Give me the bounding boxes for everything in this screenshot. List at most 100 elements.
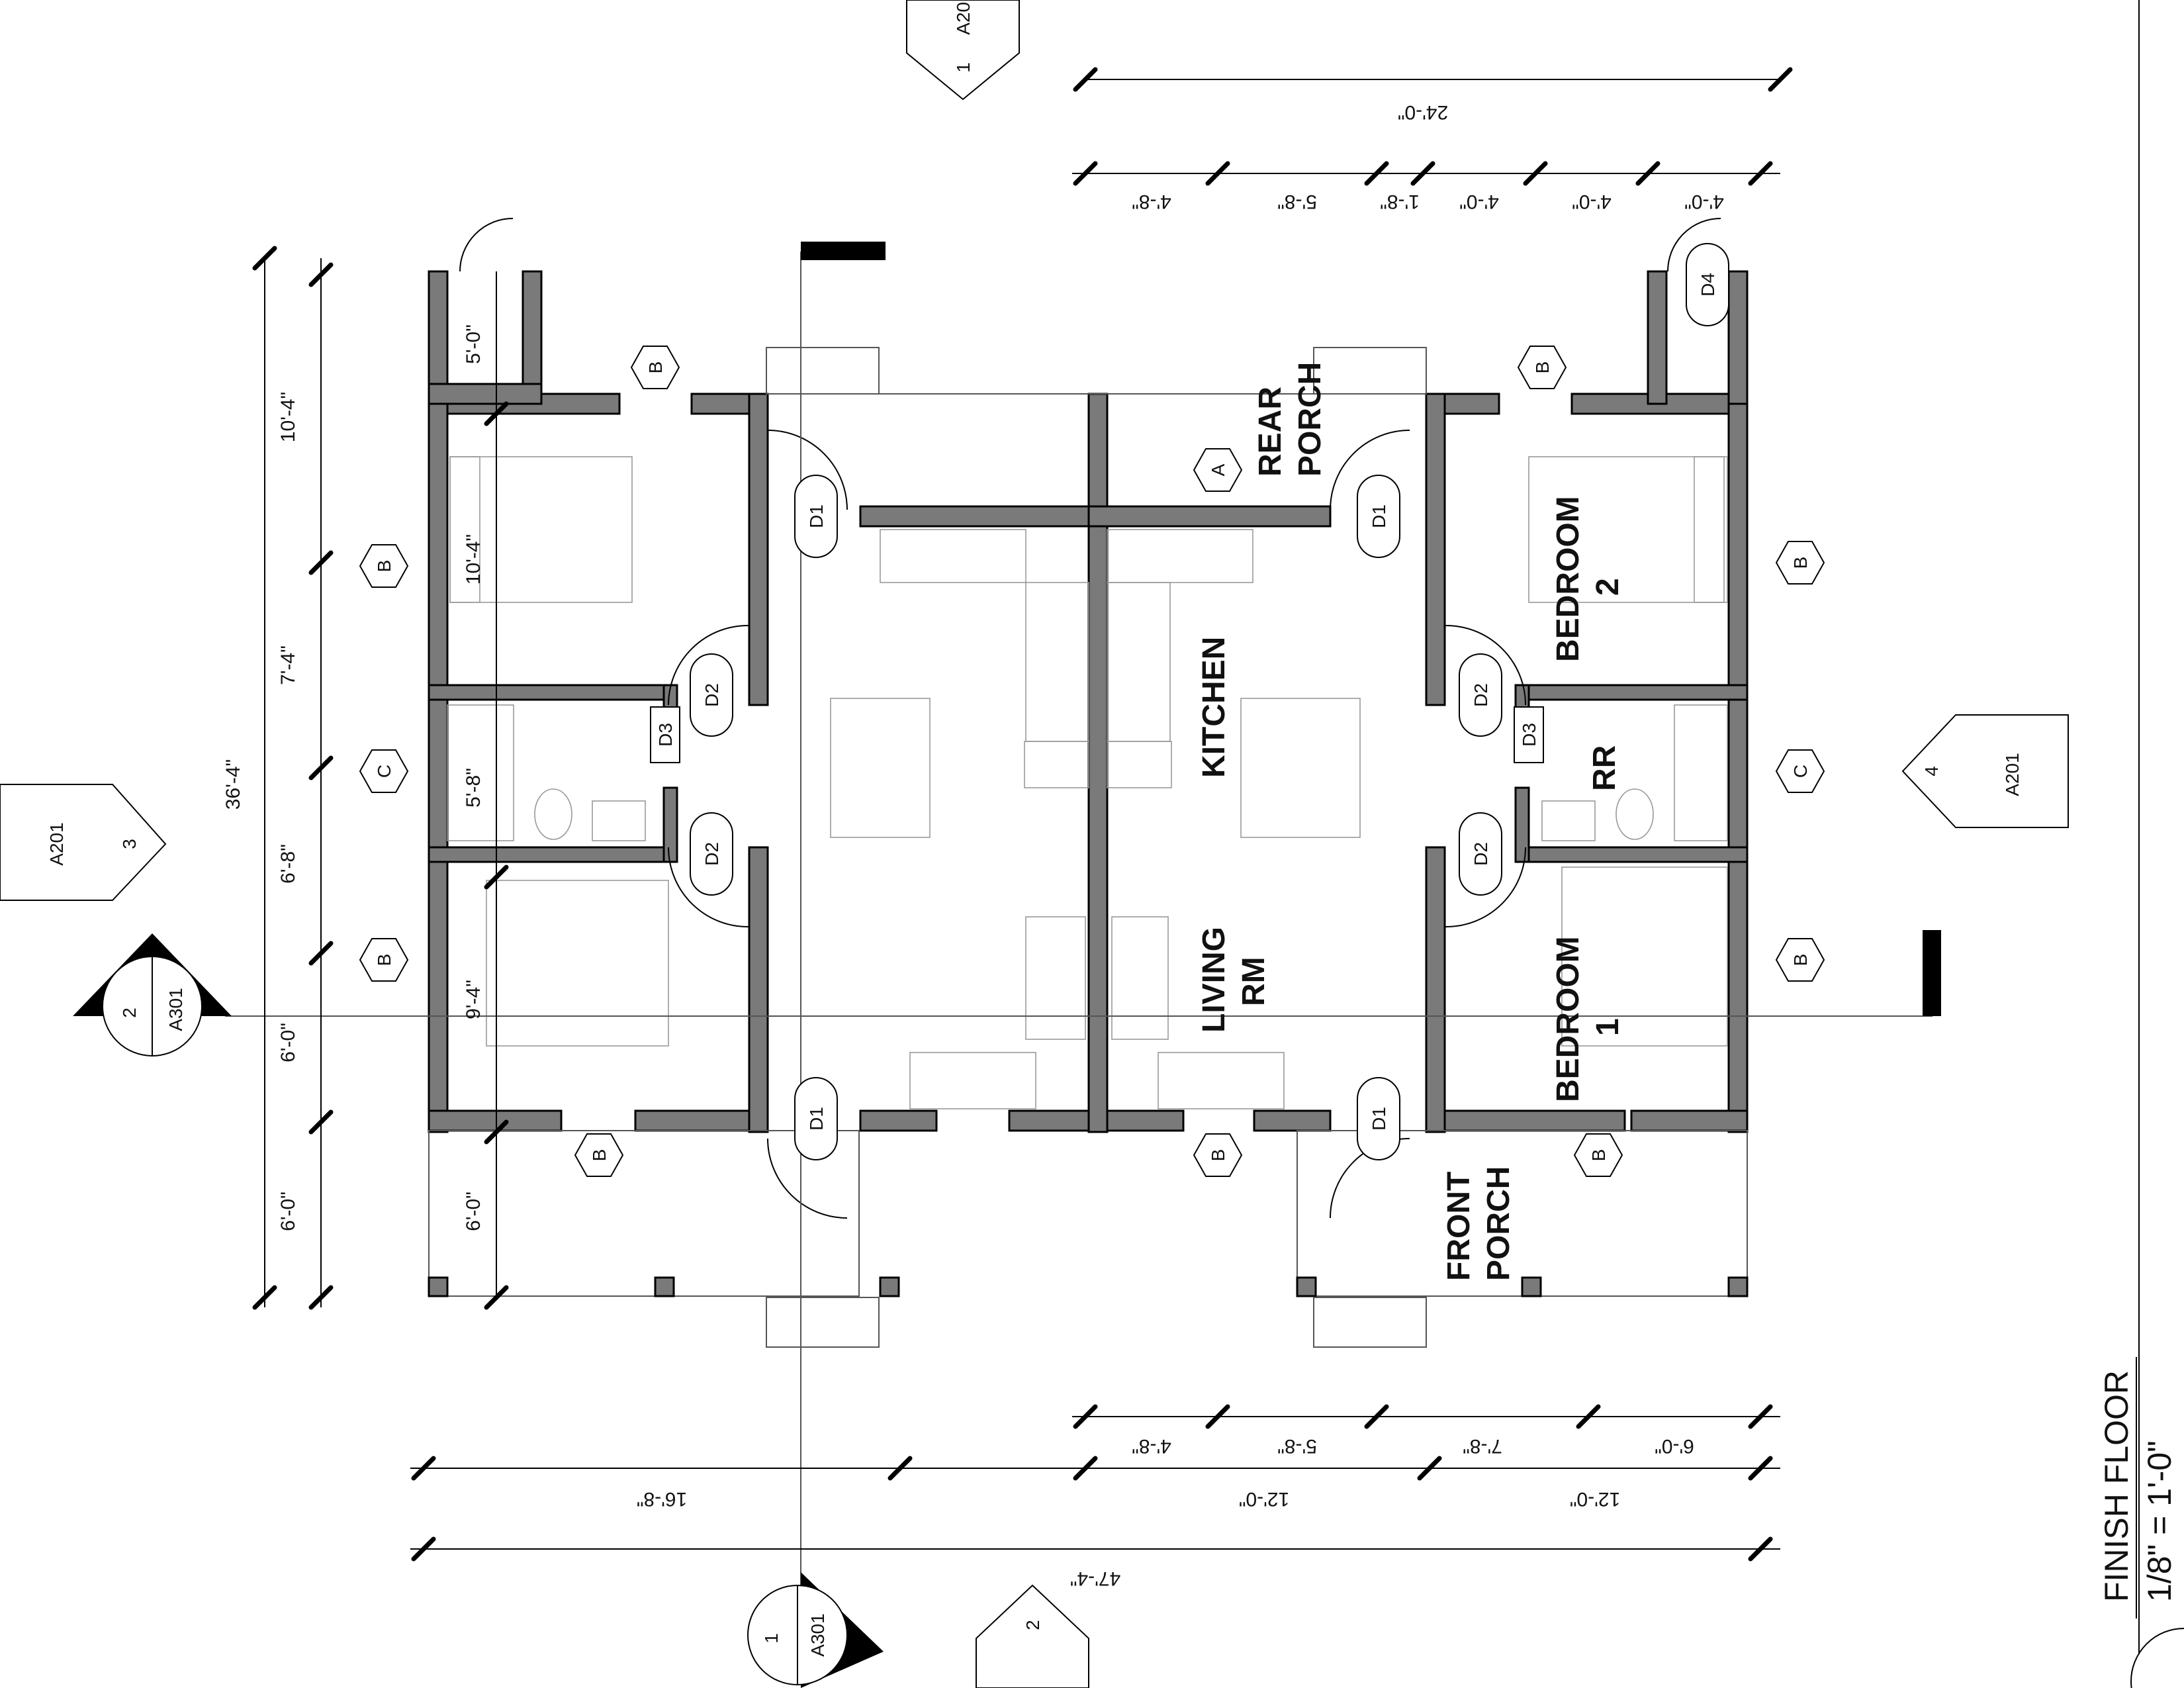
window-tag-b: B	[359, 544, 409, 588]
svg-text:D1: D1	[806, 1107, 827, 1131]
window-tag-b: B	[1775, 938, 1825, 982]
svg-text:B: B	[645, 361, 666, 374]
dim-left-seg-1: 10'-4"	[277, 392, 299, 442]
dim-bottom-mid-1: 16'-8"	[637, 1488, 687, 1510]
door-tag-d2: D2	[690, 812, 733, 896]
bedroom1-line1: BEDROOM	[1551, 936, 1586, 1102]
rear-porch-line1: REAR	[1253, 387, 1288, 477]
dim-top-seg-4: 4'-0"	[1459, 191, 1499, 212]
svg-text:B: B	[374, 560, 394, 573]
top-segment-ticks	[1073, 161, 1773, 186]
door-tag-d3: D3	[650, 706, 680, 763]
room-restroom: RR	[1587, 745, 1622, 791]
svg-text:A201: A201	[953, 0, 974, 35]
living-line1: LIVING	[1197, 927, 1232, 1033]
elevation-callout-bottom: 2	[976, 1584, 1089, 1688]
doors	[459, 218, 1721, 1219]
window-tag-b: B	[359, 938, 409, 982]
svg-text:1: 1	[953, 62, 974, 73]
front-porch-line1: FRONT	[1441, 1172, 1477, 1281]
door-tag-d3: D3	[1514, 706, 1544, 763]
dim-top-seg-5: 4'-0"	[1572, 191, 1612, 212]
svg-text:2: 2	[1023, 1620, 1043, 1630]
svg-text:B: B	[374, 954, 394, 966]
front-porch-line2: PORCH	[1481, 1166, 1516, 1281]
rear-porch-line2: PORCH	[1293, 362, 1328, 477]
dimensions-inner-left: 5'-0" 10'-4" 5'-8" 9'-4" 6'-0"	[463, 271, 509, 1310]
svg-text:D3: D3	[655, 723, 676, 747]
dim-top-seg-1: 4'-8"	[1132, 191, 1171, 212]
dim-inner-2: 10'-4"	[463, 534, 484, 585]
window-tag-b: B	[1517, 346, 1567, 389]
svg-text:D1: D1	[806, 504, 827, 528]
svg-text:B: B	[1790, 557, 1811, 569]
door-tags: D1 D2 D3 D2 D1 D1 D2 D3 D2 D1 D4	[650, 243, 1729, 1160]
dim-bottom-seg-2: 5'-8"	[1277, 1435, 1317, 1457]
svg-text:A: A	[1208, 463, 1228, 476]
dim-bottom-mid-2: 12'-0"	[1239, 1488, 1289, 1510]
door-tag-d4: D4	[1686, 243, 1729, 326]
svg-text:B: B	[1588, 1149, 1609, 1162]
dimensions-bottom: 4'-8" 5'-8" 7'-8" 6'-0" 16'-8" 12'-0" 12…	[410, 1404, 1780, 1589]
svg-text:D3: D3	[1519, 723, 1539, 747]
dimensions-top: 24'-0" 4'-8" 5'-8" 1'-8" 4'-0" 4'-0" 4'-…	[1072, 67, 1793, 212]
svg-text:4: 4	[1921, 766, 1942, 776]
svg-text:D2: D2	[702, 683, 722, 707]
svg-text:D2: D2	[702, 842, 722, 866]
svg-text:A301: A301	[807, 1613, 828, 1656]
window-tag-b: B	[1573, 1133, 1623, 1177]
dim-top-seg-3: 1'-8"	[1380, 191, 1420, 212]
window-tag-b: B	[1193, 1133, 1243, 1177]
dim-left-seg-2: 7'-4"	[277, 645, 299, 685]
door-tag-d1: D1	[1357, 1077, 1400, 1160]
door-tag-d2: D2	[1459, 653, 1502, 737]
dimensions-left: 36'-4" 10'-4" 7'-4" 6'-8" 6'-0" 6'-0"	[222, 246, 334, 1310]
svg-text:A201: A201	[2002, 753, 2023, 796]
room-living: LIVING RM	[1197, 918, 1271, 1033]
drawing-title-name: FINISH FLOOR	[2098, 1370, 2135, 1602]
elevation-callout-right: A201 4	[1901, 714, 2069, 828]
walls	[428, 270, 1749, 1133]
dim-inner-1: 5'-0"	[463, 324, 484, 364]
svg-text:D1: D1	[1369, 1107, 1389, 1131]
svg-text:D2: D2	[1471, 842, 1491, 866]
dim-inner-3: 5'-8"	[463, 768, 484, 808]
window-tag-c: C	[1775, 749, 1825, 793]
svg-text:D2: D2	[1471, 683, 1491, 707]
dim-left-seg-4: 6'-0"	[277, 1023, 299, 1062]
section-callout-bottom: 1 A301	[747, 1572, 884, 1688]
dim-inner-4: 9'-4"	[463, 980, 484, 1019]
door-tag-d2: D2	[690, 653, 733, 737]
elevation-callout-left: A201 3	[0, 784, 167, 901]
dim-left-overall: 36'-4"	[222, 759, 244, 810]
drawing-title: FINISH FLOOR 1/8" = 1'-0"	[2098, 0, 2184, 1688]
dim-bottom-seg-3: 7'-8"	[1463, 1435, 1502, 1457]
svg-text:2: 2	[119, 1008, 140, 1018]
svg-text:A301: A301	[165, 988, 186, 1031]
dim-bottom-seg-4: 6'-0"	[1655, 1435, 1694, 1457]
room-bedroom-2: BEDROOM 2	[1551, 487, 1625, 662]
dim-top-seg-6: 4'-0"	[1684, 191, 1724, 212]
porches	[428, 347, 1749, 1348]
svg-text:D1: D1	[1369, 504, 1389, 528]
door-tag-d2: D2	[1459, 812, 1502, 896]
svg-text:C: C	[1790, 765, 1811, 778]
svg-text:B: B	[1208, 1149, 1228, 1162]
room-front-porch: FRONT PORCH	[1441, 1162, 1516, 1281]
svg-text:A201: A201	[46, 822, 67, 865]
svg-text:D4: D4	[1698, 273, 1718, 297]
dim-left-seg-3: 6'-8"	[277, 844, 299, 884]
room-bedroom-1: BEDROOM 1	[1551, 927, 1625, 1102]
living-line2: RM	[1236, 957, 1271, 1006]
room-labels: REAR PORCH KITCHEN LIVING RM BEDROOM 2 R…	[1197, 362, 1625, 1281]
drawing-title-scale: 1/8" = 1'-0"	[2141, 1440, 2178, 1602]
dim-left-seg-5: 6'-0"	[277, 1192, 299, 1231]
svg-text:3: 3	[119, 839, 140, 849]
room-kitchen: KITCHEN	[1197, 637, 1232, 778]
dim-inner-5: 6'-0"	[463, 1192, 484, 1231]
window-tag-b: B	[1775, 541, 1825, 585]
room-rear-porch: REAR PORCH	[1253, 362, 1328, 477]
window-tag-a: A	[1193, 448, 1243, 492]
window-tag-b: B	[630, 346, 680, 389]
dim-top-seg-2: 5'-8"	[1277, 191, 1317, 212]
